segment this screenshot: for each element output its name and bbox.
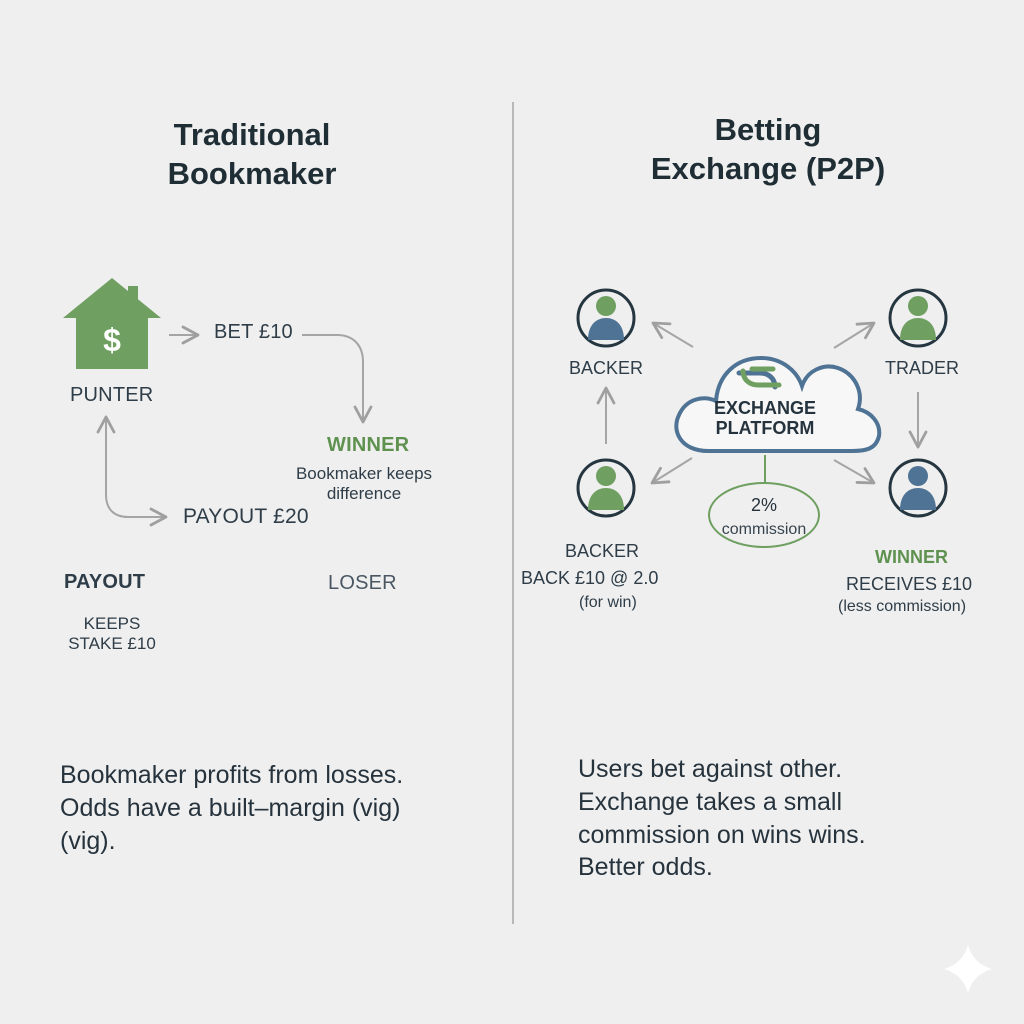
backer-top-user-icon	[576, 288, 636, 348]
summary-line: commission on wins wins.	[578, 820, 866, 849]
keeps-line: STAKE £10	[68, 634, 156, 653]
backer-top-label: BACKER	[569, 358, 644, 378]
keeps-line: KEEPS	[83, 614, 141, 633]
keeps-stake-label: KEEPS STAKE £10	[52, 614, 172, 654]
receives-label: RECEIVES £10	[846, 574, 973, 594]
cloud-to-winner-arrow	[833, 459, 876, 485]
note-line: Bookmaker keeps	[295, 464, 433, 483]
bookmaker-summary: Bookmaker profits from losses. Odds have…	[60, 759, 403, 857]
back-bet-note: (for win)	[579, 594, 637, 611]
commission-note: (less commission)	[838, 598, 967, 615]
summary-line: Better odds.	[578, 853, 713, 882]
platform-line: EXCHANGE	[713, 398, 816, 418]
summary-line: (vig).	[60, 826, 116, 855]
winner-label-right: WINNER	[875, 547, 948, 567]
backer-bottom-label: BACKER	[565, 541, 640, 561]
commission-text: commission	[721, 521, 807, 538]
exchange-summary: Users bet against other. Exchange takes …	[578, 753, 866, 884]
title-line: Exchange (P2P)	[650, 150, 886, 186]
house-dollar-icon: $	[63, 278, 161, 369]
cloud-to-trader-arrow	[833, 321, 876, 349]
payout-arrow-label: PAYOUT £20	[183, 505, 309, 528]
betting-exchange-title: Betting Exchange (P2P)	[636, 111, 900, 189]
sparkle-icon	[944, 945, 992, 993]
title-line: Traditional	[173, 117, 331, 152]
exchange-platform-cloud	[674, 355, 882, 453]
backer-bottom-user-icon	[576, 458, 636, 518]
loser-label: LOSER	[328, 572, 397, 594]
note-line: difference	[326, 484, 402, 503]
bet-to-winner-arrow	[302, 334, 373, 424]
svg-text:$: $	[103, 322, 121, 358]
trader-label: TRADER	[885, 358, 960, 378]
title-line: Bookmaker	[167, 155, 337, 191]
summary-line: Bookmaker profits from losses.	[60, 761, 404, 789]
back-bet-label: BACK £10 @ 2.0	[521, 568, 659, 588]
exchange-platform-label: EXCHANGE PLATFORM	[706, 398, 824, 438]
summary-line: Users bet against other.	[578, 755, 843, 783]
winner-label-left: WINNER	[327, 434, 410, 456]
commission-badge: 2% commission	[708, 482, 820, 548]
payout-label: PAYOUT	[64, 571, 146, 593]
punter-label: PUNTER	[70, 384, 154, 406]
title-line: Betting	[714, 112, 822, 147]
section-divider	[512, 102, 514, 924]
summary-line: Odds have a built–margin (vig)	[60, 793, 401, 822]
exchange-link-icon	[736, 366, 782, 390]
cloud-to-backer-top-arrow	[651, 321, 694, 348]
payout-return-arrow	[96, 415, 168, 527]
commission-value: 2%	[750, 495, 777, 515]
cloud-to-backer-bottom-arrow	[650, 457, 693, 485]
platform-line: PLATFORM	[715, 418, 815, 439]
bookmaker-difference-note: Bookmaker keeps difference	[282, 464, 446, 504]
summary-line: Exchange takes a small	[578, 787, 843, 816]
winner-user-icon	[888, 458, 948, 518]
trader-user-icon	[888, 288, 948, 348]
traditional-bookmaker-title: Traditional Bookmaker	[157, 116, 347, 194]
bet-label: BET £10	[214, 321, 293, 343]
